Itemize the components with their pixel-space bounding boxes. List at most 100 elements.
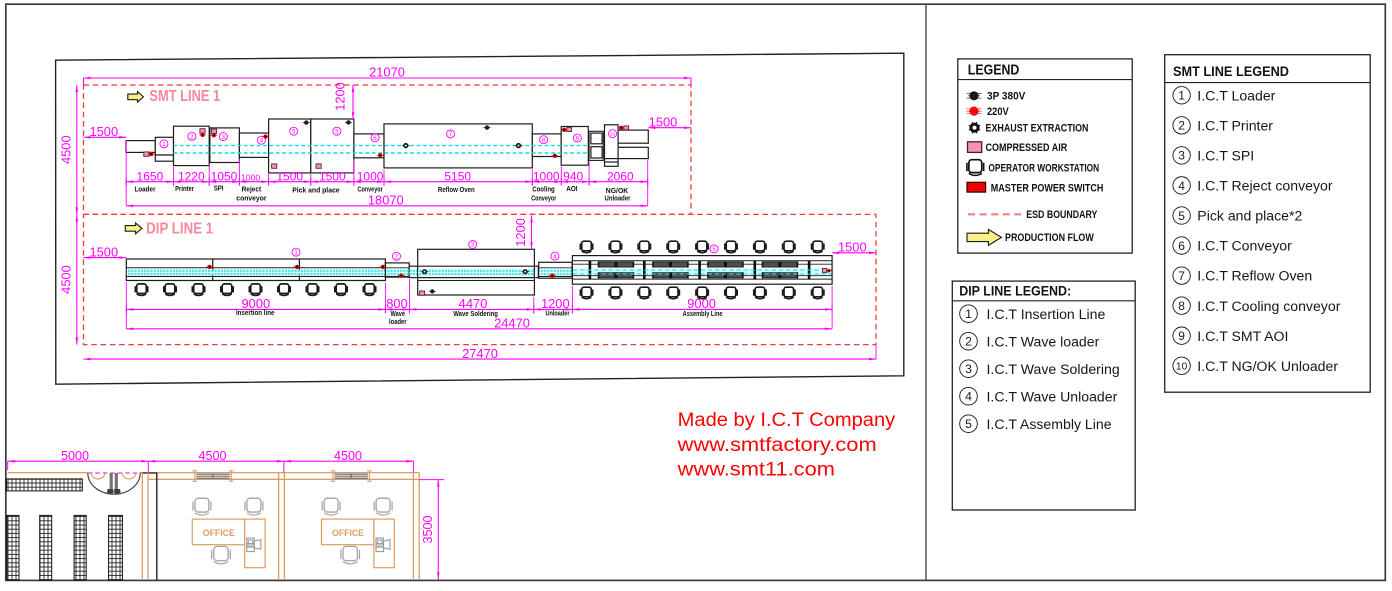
svg-text:4500: 4500 (59, 265, 74, 294)
svg-text:OFFICE: OFFICE (203, 528, 235, 538)
svg-text:4470: 4470 (459, 296, 488, 311)
svg-text:4500: 4500 (198, 449, 226, 463)
svg-text:loader: loader (389, 317, 407, 326)
svg-text:800: 800 (386, 296, 408, 311)
svg-text:9000: 9000 (687, 296, 716, 311)
svg-text:1500: 1500 (649, 114, 678, 129)
svg-text:1200: 1200 (513, 218, 528, 247)
svg-text:7: 7 (1178, 269, 1185, 283)
svg-text:9: 9 (576, 136, 580, 142)
svg-text:1500: 1500 (89, 244, 118, 259)
svg-text:1200: 1200 (541, 296, 570, 311)
svg-text:9: 9 (1178, 329, 1185, 343)
svg-text:3: 3 (471, 243, 475, 249)
svg-text:I.C.T Reject conveyor: I.C.T Reject conveyor (1197, 178, 1333, 194)
svg-text:8: 8 (542, 138, 546, 144)
svg-text:5: 5 (335, 129, 339, 135)
svg-text:10: 10 (610, 131, 616, 137)
svg-text:940: 940 (563, 169, 583, 183)
svg-text:1050: 1050 (211, 169, 238, 183)
svg-text:1000: 1000 (241, 172, 260, 182)
svg-text:21070: 21070 (369, 65, 405, 80)
svg-text:I.C.T Loader: I.C.T Loader (1197, 87, 1275, 103)
svg-text:1: 1 (162, 142, 166, 148)
svg-text:COMPRESSED AIR: COMPRESSED AIR (986, 142, 1068, 154)
svg-text:Made by I.C.T Company: Made by I.C.T Company (678, 410, 896, 431)
svg-text:3: 3 (965, 362, 972, 376)
svg-text:10: 10 (1176, 361, 1188, 372)
svg-text:1: 1 (1178, 89, 1185, 103)
svg-text:5: 5 (292, 129, 296, 135)
svg-text:1000: 1000 (533, 169, 560, 183)
svg-text:OFFICE: OFFICE (332, 528, 364, 538)
svg-text:Pick and place*2: Pick and place*2 (1197, 208, 1302, 224)
svg-text:I.C.T SMT AOI: I.C.T SMT AOI (1197, 328, 1288, 344)
svg-text:SMT LINE LEGEND: SMT LINE LEGEND (1173, 64, 1289, 79)
svg-text:ESD BOUNDARY: ESD BOUNDARY (1026, 209, 1098, 221)
svg-text:LEGEND: LEGEND (968, 62, 1020, 79)
svg-text:conveyor: conveyor (236, 194, 266, 203)
svg-text:SPI: SPI (214, 183, 224, 192)
svg-text:8: 8 (1178, 299, 1185, 313)
svg-text:I.C.T Wave Unloader: I.C.T Wave Unloader (987, 388, 1118, 404)
svg-text:4: 4 (553, 254, 557, 260)
svg-text:DIP LINE 1: DIP LINE 1 (146, 221, 213, 238)
svg-text:I.C.T Insertion Line: I.C.T Insertion Line (987, 306, 1106, 322)
svg-text:3P 380V: 3P 380V (987, 90, 1026, 102)
svg-text:www.smtfactory.com: www.smtfactory.com (677, 435, 877, 456)
svg-text:2: 2 (190, 134, 194, 140)
svg-text:1: 1 (965, 307, 972, 321)
svg-text:9000: 9000 (241, 296, 270, 311)
svg-text:3500: 3500 (421, 515, 435, 543)
svg-text:EXHAUST EXTRACTION: EXHAUST EXTRACTION (986, 123, 1089, 135)
svg-text:Reflow Oven: Reflow Oven (438, 185, 475, 194)
svg-text:18070: 18070 (368, 193, 404, 208)
svg-text:NG/OK: NG/OK (606, 186, 629, 195)
svg-text:www.smt11.com: www.smt11.com (677, 459, 835, 480)
svg-text:5: 5 (965, 417, 972, 431)
svg-text:Wave Soldering: Wave Soldering (453, 309, 498, 318)
svg-text:1650: 1650 (137, 169, 164, 183)
svg-text:1200: 1200 (333, 82, 348, 111)
svg-text:Insertion line: Insertion line (236, 308, 275, 317)
svg-text:27470: 27470 (462, 346, 498, 361)
svg-text:I.C.T Assembly Line: I.C.T Assembly Line (987, 416, 1112, 432)
svg-text:6: 6 (373, 136, 377, 142)
svg-text:I.C.T Wave loader: I.C.T Wave loader (987, 333, 1100, 349)
svg-text:Unloader: Unloader (546, 309, 570, 318)
svg-text:I.C.T Printer: I.C.T Printer (1197, 117, 1273, 133)
svg-text:1: 1 (294, 250, 298, 256)
svg-text:5000: 5000 (61, 449, 89, 463)
svg-text:4: 4 (965, 390, 972, 404)
svg-text:1500: 1500 (319, 169, 346, 183)
svg-text:Loader: Loader (134, 185, 155, 194)
svg-text:7: 7 (449, 132, 453, 138)
svg-text:Conveyor: Conveyor (531, 193, 556, 202)
svg-text:5150: 5150 (444, 169, 471, 183)
svg-text:Printer: Printer (175, 184, 194, 193)
svg-text:24470: 24470 (494, 316, 530, 331)
svg-text:PRODUCTION FLOW: PRODUCTION FLOW (1005, 232, 1094, 244)
svg-text:4500: 4500 (59, 135, 74, 164)
svg-text:Unloader: Unloader (605, 194, 631, 203)
svg-text:5: 5 (712, 247, 716, 253)
svg-text:220V: 220V (987, 106, 1009, 118)
svg-text:OPERATOR WORKSTATION: OPERATOR WORKSTATION (988, 163, 1099, 175)
svg-text:I.C.T Cooling conveyor: I.C.T Cooling conveyor (1197, 298, 1340, 314)
svg-text:4: 4 (260, 138, 264, 144)
svg-text:I.C.T Wave Soldering: I.C.T Wave Soldering (987, 361, 1120, 377)
svg-text:1500: 1500 (276, 169, 303, 183)
svg-text:Conveyor: Conveyor (358, 185, 383, 194)
svg-text:2: 2 (965, 335, 972, 349)
svg-text:1500: 1500 (89, 124, 118, 139)
svg-text:2060: 2060 (607, 169, 634, 183)
svg-text:2: 2 (1178, 119, 1185, 133)
svg-text:Reject: Reject (242, 185, 262, 194)
svg-text:SMT LINE 1: SMT LINE 1 (149, 88, 220, 105)
svg-text:I.C.T NG/OK Unloader: I.C.T NG/OK Unloader (1197, 358, 1338, 374)
svg-text:5: 5 (1178, 209, 1185, 223)
svg-text:Wave: Wave (391, 309, 406, 318)
svg-text:Pick and place: Pick and place (292, 185, 339, 194)
svg-text:1220: 1220 (178, 169, 205, 183)
svg-text:3: 3 (222, 135, 226, 141)
